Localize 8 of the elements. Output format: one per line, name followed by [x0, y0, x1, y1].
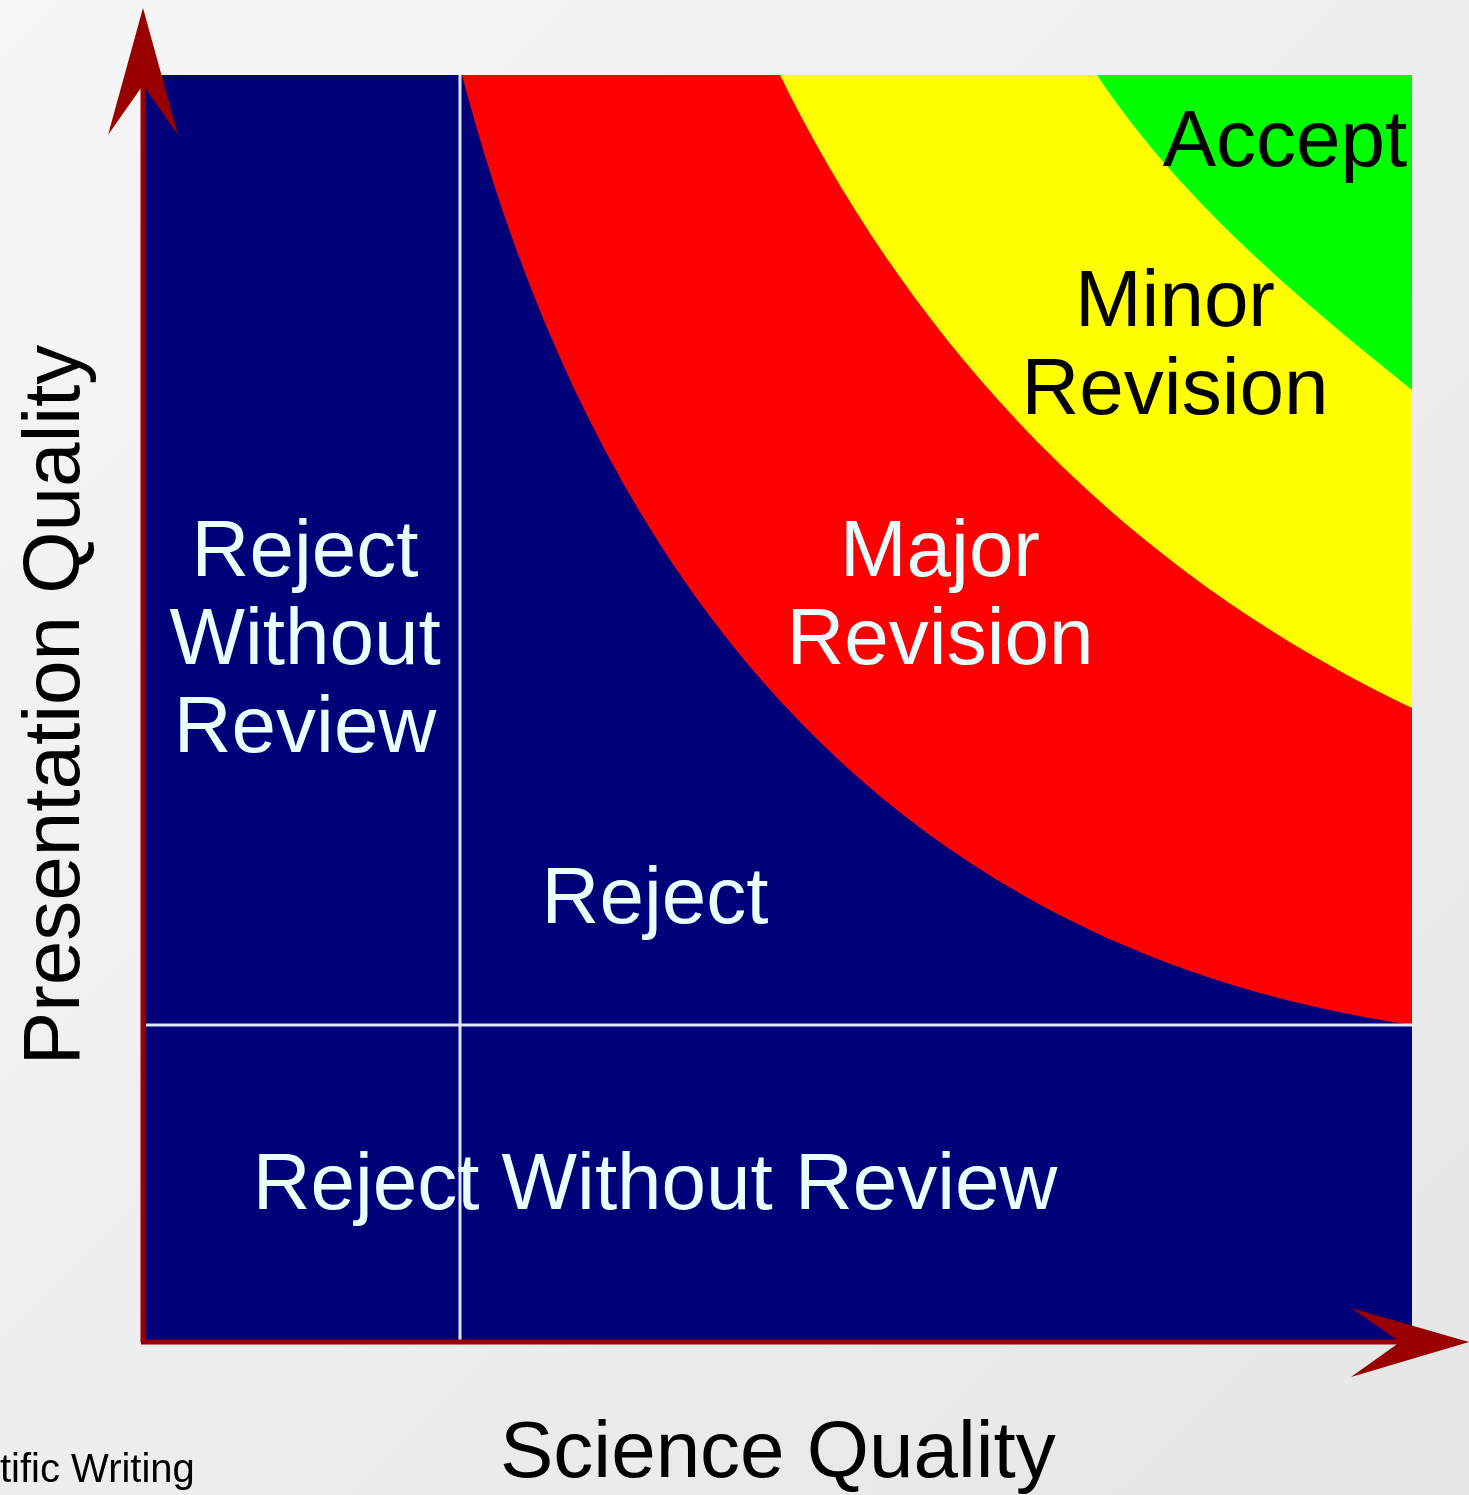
zone-label: Reject Without Review: [150, 505, 460, 769]
zone-label: Major Revision: [775, 505, 1105, 681]
zone-label: Accept: [1140, 95, 1430, 183]
zone-label: Minor Revision: [1010, 255, 1340, 431]
footer-text: tific Writing: [0, 1446, 195, 1490]
axis-title: Presentation Quality: [8, 344, 97, 1066]
axis-title: Science Quality: [500, 1406, 1056, 1494]
zone-label: Reject: [505, 852, 805, 940]
